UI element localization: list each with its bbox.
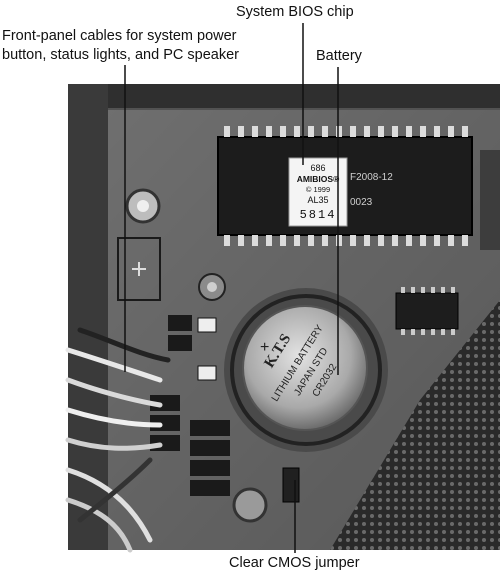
callout-front-panel-cables: Front-panel cables for system power butt…	[2, 27, 292, 65]
bios-chip: 686 AMIBIOS® © 1999 AL35 5814 F2008-12 0…	[217, 126, 473, 246]
chip-label-line5: 5814	[300, 208, 337, 222]
callout-bios-chip: System BIOS chip	[236, 4, 354, 20]
battery-plus: +	[260, 339, 269, 356]
callout-lines	[124, 23, 339, 553]
bios-chip-pins	[224, 126, 468, 246]
callout-battery: Battery	[316, 48, 362, 64]
callout-clear-cmos-jumper: Clear CMOS jumper	[229, 555, 360, 571]
callout-front-panel-line1: Front-panel cables for system power	[2, 28, 237, 44]
capacitor	[198, 273, 226, 301]
clear-cmos-jumper-block	[282, 467, 300, 503]
chip-part-number-2: 0023	[350, 197, 373, 208]
small-ic	[395, 287, 459, 335]
status-led	[125, 188, 161, 224]
screw-mount	[232, 487, 268, 523]
battery: + K.T.S LITHIUM BATTERY JAPAN STD CR2032	[224, 288, 388, 452]
chassis-edge	[68, 84, 500, 110]
board-silkscreen	[117, 237, 161, 301]
chip-label-line2: AMIBIOS®	[297, 174, 340, 184]
chip-label-line4: AL35	[307, 195, 328, 205]
chipset-area	[330, 150, 500, 550]
chip-label-line3: © 1999	[306, 185, 330, 194]
chip-label-line1: 686	[310, 163, 325, 173]
chip-part-number: F2008-12	[350, 172, 393, 183]
callout-front-panel-line2: button, status lights, and PC speaker	[2, 47, 239, 63]
